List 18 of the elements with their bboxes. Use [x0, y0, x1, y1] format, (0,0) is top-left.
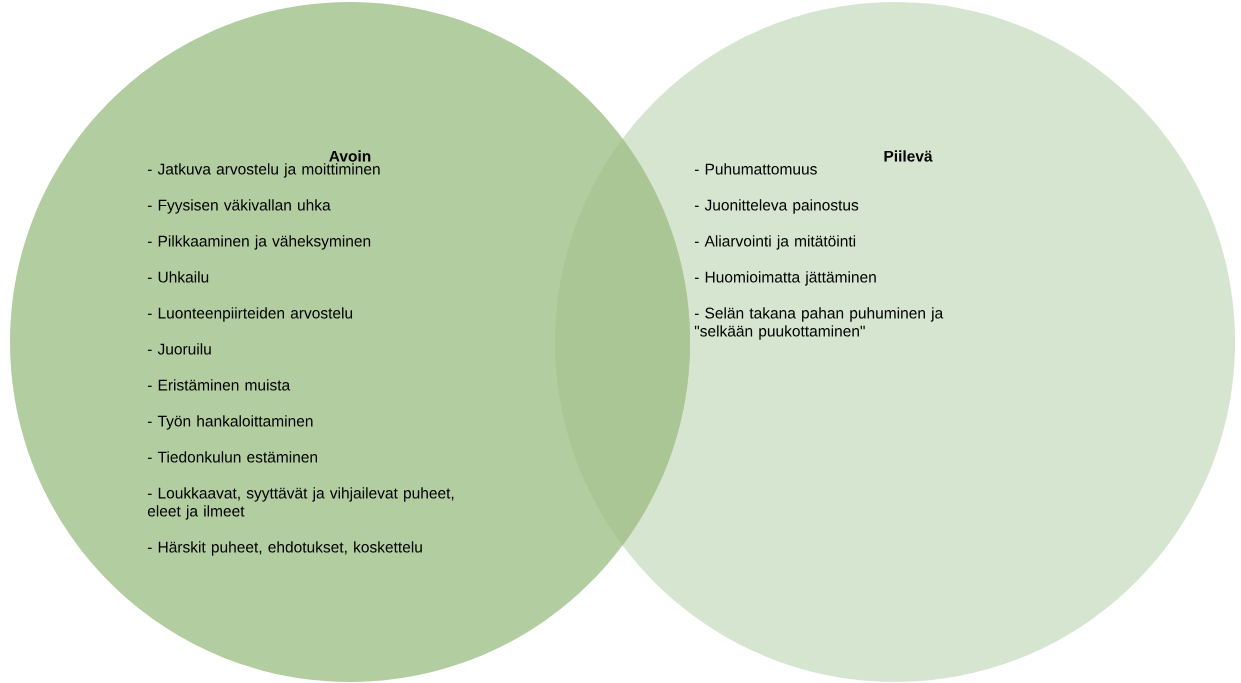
list-item: - Juonitteleva painostus [694, 199, 859, 214]
list-item: - Tiedonkulun estäminen [147, 451, 318, 463]
list-item: - Pilkkaaminen ja väheksyminen [147, 235, 371, 250]
list-item: - Selän takana pahan puhuminen ja "selkään puukottaminen" [694, 307, 944, 340]
list-item: - Puhumattomuus [694, 163, 817, 175]
list-item: - Luonteenpiirteiden arvostelu [147, 307, 353, 322]
circle-heading: Avoin [329, 150, 371, 162]
list-item: - Huomioimatta jättäminen [694, 271, 876, 286]
list-item: - Loukkaavat, syyttävät ja vihjailevat puheet, eleet ja ilmeet [147, 487, 454, 520]
list-item: - Jatkuva arvostelu ja moittiminen [147, 163, 380, 178]
list-item: - Eristäminen muista [147, 379, 291, 391]
list-item: - Uhkailu [147, 271, 209, 283]
list-item: - Työn hankaloittaminen [147, 415, 313, 430]
list-item: - Aliarvointi ja mitätöinti [694, 235, 856, 250]
list-item: - Härskit puheet, ehdotukset, koskettelu [147, 541, 422, 556]
list-item: - Juoruilu [147, 343, 211, 355]
list-item: - Fyysisen väkivallan uhka [147, 199, 331, 214]
circle-heading: Piilevä [884, 150, 933, 162]
